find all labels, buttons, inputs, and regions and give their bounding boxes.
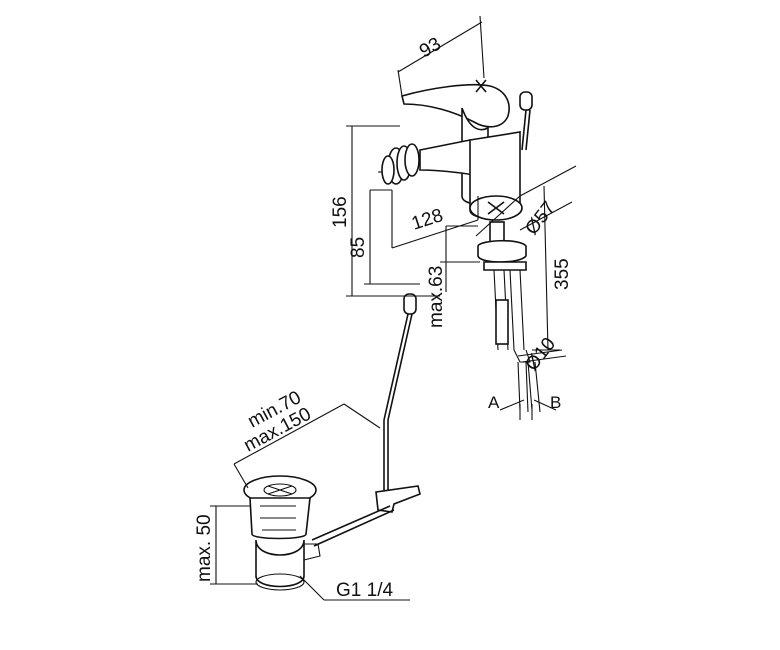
- popup-rod-knob: [519, 91, 533, 151]
- supply-hoses: [493, 269, 541, 413]
- dim-spout-length: 128: [409, 205, 446, 235]
- dimension-lines: [210, 15, 577, 601]
- dim-hose-diameter: Ø10: [521, 334, 560, 375]
- dim-waste-thread: G1 1/4: [336, 580, 393, 601]
- dim-base-diameter: Ø57: [521, 198, 560, 239]
- lever-handle: [401, 83, 510, 128]
- dim-outlet-height: 85: [348, 237, 369, 258]
- dim-max-deck: max.63: [426, 266, 447, 328]
- lift-rod: [383, 293, 417, 498]
- dim-waste-height: max. 50: [194, 514, 215, 582]
- label-connection-a: A: [488, 393, 500, 412]
- label-connection-b: B: [550, 393, 561, 412]
- fixing-set: [477, 221, 527, 271]
- popup-waste-assembly: [243, 293, 421, 591]
- waste-outlet: [255, 539, 305, 588]
- dim-spout-reach: 93: [416, 34, 445, 63]
- rod-clamp: [375, 485, 421, 513]
- mixer-tap: [378, 79, 541, 413]
- dim-hose-length: 355: [552, 258, 573, 290]
- aerator-nozzle: [378, 143, 420, 185]
- dim-overall-height: 156: [330, 196, 351, 228]
